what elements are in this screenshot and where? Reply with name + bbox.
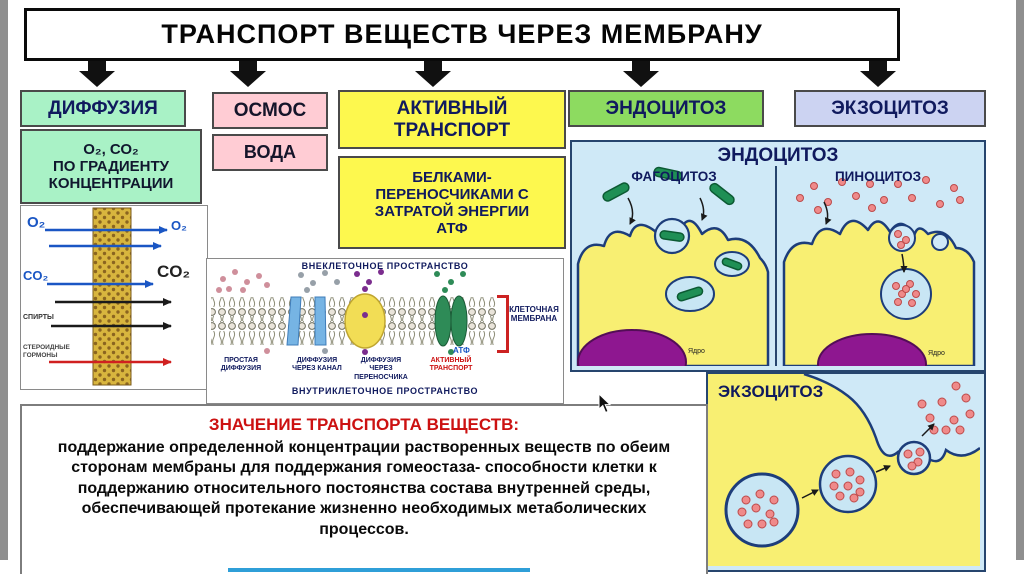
down-arrow-icon (415, 61, 451, 87)
carrier-diffusion-label: ДИФФУЗИЯ ЧЕРЕЗ ПЕРЕНОСЧИКА (354, 357, 408, 381)
exocytosis-title: ЭКЗОЦИТОЗ (718, 382, 824, 401)
category-endocytosis: ЭНДОЦИТОЗ (568, 90, 764, 127)
down-arrow-icon (623, 61, 659, 87)
active-transport-label-line: АКТИВНЫЙ (396, 97, 508, 119)
co2-left-label: CO₂ (23, 268, 49, 283)
intracellular-space-label: ВНУТРИКЛЕТОЧНОЕ ПРОСТРАНСТВО (291, 386, 479, 396)
co2-right-label: CO₂ (157, 262, 191, 281)
mouse-cursor (598, 394, 612, 414)
down-arrow-icon (860, 61, 896, 87)
steroid-hormones-label: СТЕРОИДНЫЕ ГОРМОНЫ (23, 344, 70, 359)
down-arrow-icon (79, 61, 115, 87)
o2-left-label: O₂ (27, 214, 46, 231)
category-diffusion: ДИФФУЗИЯ (20, 90, 186, 127)
screen-edge-left (0, 0, 8, 560)
panel-divider (775, 166, 777, 366)
exocytosis-panel: ЭКЗОЦИТОЗ (706, 372, 986, 572)
diffusion-detail-box: О₂, СО₂ ПО ГРАДИЕНТУ КОНЦЕНТРАЦИИ (20, 129, 202, 204)
meaning-rest: способности клетки к поддержанию относит… (77, 459, 657, 538)
active-transport-label-line: ТРАНСПОРТ (393, 119, 511, 141)
alcohols-label: СПИРТЫ (23, 314, 54, 321)
diffusion-detail-line: КОНЦЕНТРАЦИИ (48, 175, 174, 192)
channel-diffusion-label: ДИФФУЗИЯ ЧЕРЕЗ КАНАЛ (292, 357, 342, 373)
active-detail-line: БЕЛКАМИ- (412, 168, 492, 186)
meaning-box: ЗНАЧЕНИЕ ТРАНСПОРТА ВЕЩЕСТВ: поддержание… (20, 404, 708, 574)
screen-edge-right (1016, 0, 1024, 560)
down-arrow-icon (230, 61, 266, 87)
phagocytosis-label: ФАГОЦИТОЗ (631, 169, 717, 184)
cell-membrane-label: КЛЕТОЧНАЯ МЕМБРАНА (509, 305, 559, 324)
simple-diffusion-label: ПРОСТАЯ ДИФФУЗИЯ (220, 357, 262, 373)
page-title: ТРАНСПОРТ ВЕЩЕСТВ ЧЕРЕЗ МЕМБРАНУ (24, 8, 900, 61)
nucleus-label-right: Ядро (928, 350, 945, 357)
category-osmosis: ОСМОС (212, 92, 328, 129)
endocytosis-title: ЭНДОЦИТОЗ (717, 145, 839, 166)
pinocytosis-label: ПИНОЦИТОЗ (834, 169, 922, 184)
diffusion-figure: O₂ O₂ CO₂ CO₂ СПИРТЫ СТЕРОИДНЫЕ ГОРМОНЫ (20, 205, 208, 390)
meaning-body: поддержание определенной концентрации ра… (38, 438, 690, 540)
endocytosis-panel: ЭНДОЦИТОЗ ФАГОЦИТОЗ ПИНОЦИТОЗ Ядро Ядро (570, 140, 986, 372)
diffusion-detail-line: ПО ГРАДИЕНТУ (53, 158, 169, 175)
endocytosis-illustration (576, 166, 976, 366)
meaning-title: ЗНАЧЕНИЕ ТРАНСПОРТА ВЕЩЕСТВ: (208, 415, 520, 434)
nucleus-label-left: Ядро (688, 348, 705, 355)
video-progress-bar[interactable] (228, 568, 530, 572)
category-active-transport: АКТИВНЫЙ ТРАНСПОРТ (338, 90, 566, 149)
osmosis-detail-box: ВОДА (212, 134, 328, 171)
active-transport-label: АКТИВНЫЙ ТРАНСПОРТ (429, 357, 473, 373)
extracellular-space-label: ВНЕКЛЕТОЧНОЕ ПРОСТРАНСТВО (301, 261, 469, 271)
exocytosis-illustration (708, 374, 980, 566)
membrane-transport-figure: ВНЕКЛЕТОЧНОЕ ПРОСТРАНСТВО ПРОСТАЯ ДИФФУЗ… (206, 258, 564, 404)
meaning-lead: поддержание определенной концентрации ра… (57, 439, 671, 477)
o2-right-label: O₂ (171, 218, 187, 233)
atp-label: АТФ (453, 346, 470, 355)
active-detail-line: ПЕРЕНОСЧИКАМИ С (375, 185, 529, 203)
diffusion-detail-line: О₂, СО₂ (83, 141, 139, 158)
lipid-bilayer-graphic (211, 269, 497, 355)
category-exocytosis: ЭКЗОЦИТОЗ (794, 90, 986, 127)
active-detail-line: АТФ (436, 219, 468, 237)
membrane-bracket (497, 295, 509, 353)
active-detail-line: ЗАТРАТОЙ ЭНЕРГИИ (374, 202, 530, 220)
membrane-cross-section-graphic (45, 207, 172, 386)
active-transport-detail-box: БЕЛКАМИ- ПЕРЕНОСЧИКАМИ С ЗАТРАТОЙ ЭНЕРГИ… (338, 156, 566, 249)
